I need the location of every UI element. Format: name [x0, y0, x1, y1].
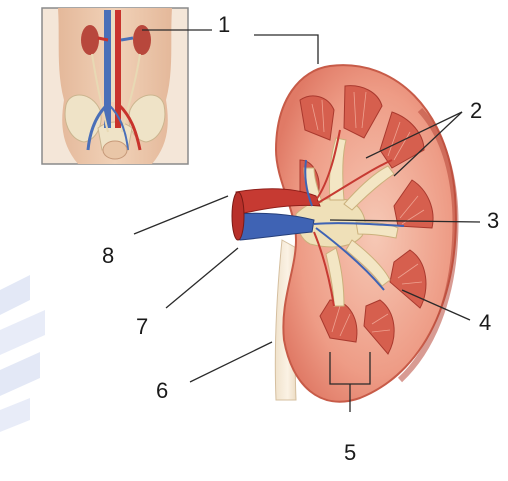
label-3: 3 — [487, 210, 499, 232]
kidney — [232, 65, 456, 402]
abdomen-inset — [42, 8, 188, 164]
label-7: 7 — [136, 316, 148, 338]
label-8: 8 — [102, 245, 114, 267]
leader-line-7 — [166, 248, 238, 308]
leader-line-1-kidney — [254, 35, 318, 64]
label-1: 1 — [218, 14, 230, 36]
leader-line-8 — [134, 196, 228, 234]
label-4: 4 — [479, 312, 491, 334]
label-6: 6 — [156, 380, 168, 402]
label-2: 2 — [470, 100, 482, 122]
leader-line-6 — [190, 342, 272, 382]
background-decoration — [0, 275, 45, 432]
label-5: 5 — [344, 442, 356, 464]
